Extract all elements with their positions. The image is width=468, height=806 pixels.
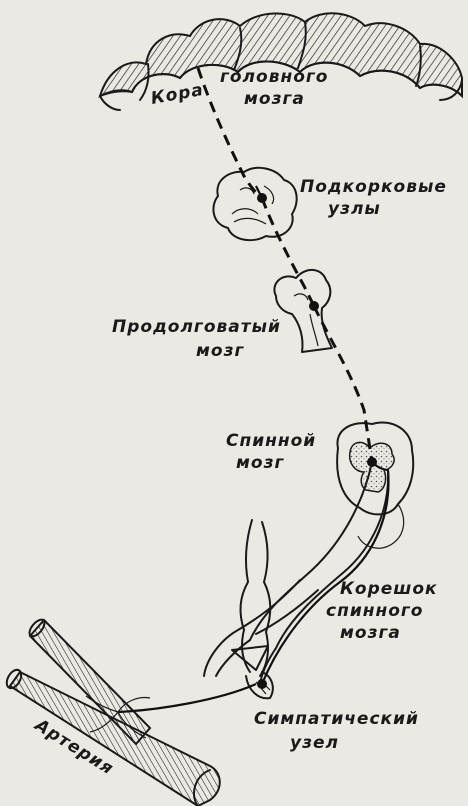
label-cortex-3: мозга [244,89,305,109]
label-spinal-2: мозг [236,453,284,473]
label-subcortical-2: узлы [328,199,381,219]
node-spinal [367,457,377,467]
spinal-nerve-root [204,462,388,684]
label-ganglion-1: Симпатический [254,709,419,729]
subcortical-nodes-shape [213,168,296,240]
node-ganglion [257,679,267,689]
label-root-2: спинного [326,601,423,621]
cortex-edge-left [100,96,120,110]
node-subcortical [257,193,267,203]
label-spinal-1: Спинной [226,431,316,451]
label-root-3: мозга [340,623,401,643]
label-ganglion-2: узел [290,733,339,753]
artery-shape [4,617,220,806]
label-subcortical-1: Подкорковые [300,177,447,197]
label-cortex-2: головного [220,67,328,87]
node-medulla [309,301,319,311]
label-medulla-2: мозг [196,341,244,361]
label-medulla-1: Продолговатый [112,317,281,337]
label-root-1: Корешок [340,579,438,599]
label-cortex-1: Кора [149,80,205,109]
